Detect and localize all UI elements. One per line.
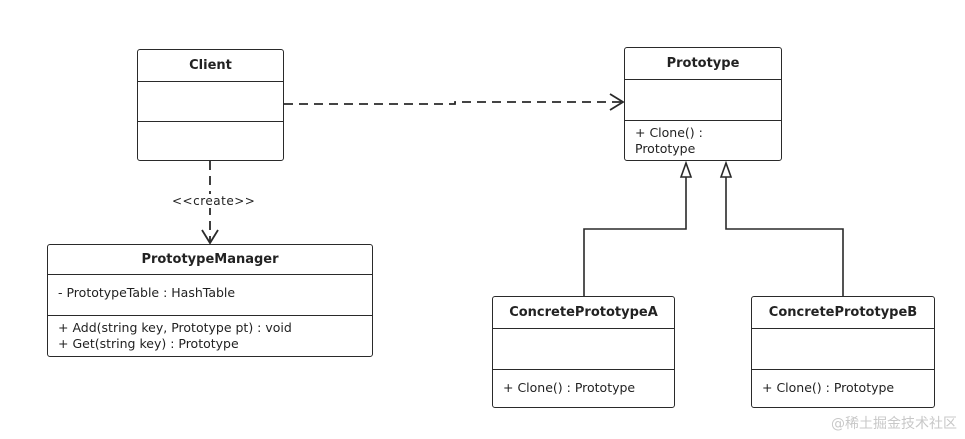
class-client-name: Client [189, 58, 232, 73]
class-prototype-attributes [625, 79, 781, 120]
attribute-line: - PrototypeTable : HashTable [58, 285, 236, 300]
class-client-attributes [138, 81, 283, 121]
method-line: + Clone() : Prototype [503, 380, 636, 395]
create-dependency-client-manager [201, 161, 219, 245]
class-concrete-prototype-b-methods: + Clone() : Prototype [752, 369, 934, 407]
class-concrete-prototype-a-methods: + Clone() : Prototype [493, 369, 674, 407]
class-concrete-prototype-a: ConcretePrototypeA + Clone() : Prototype [492, 296, 675, 408]
method-line: + Add(string key, Prototype pt) : void [58, 320, 292, 335]
class-prototype-manager-name: PrototypeManager [141, 252, 279, 267]
class-concrete-prototype-a-name: ConcretePrototypeA [509, 305, 658, 320]
generalization-b-prototype [719, 160, 844, 297]
class-concrete-prototype-b: ConcretePrototypeB + Clone() : Prototype [751, 296, 935, 408]
method-line: Prototype [635, 141, 696, 156]
method-line: + Clone() : [635, 125, 703, 140]
create-stereotype-label: <<create>> [170, 194, 258, 208]
class-client-methods [138, 121, 283, 160]
method-line: + Get(string key) : Prototype [58, 336, 239, 351]
watermark: @稀土掘金技术社区 [831, 416, 957, 432]
class-prototype-manager-methods: + Add(string key, Prototype pt) : void +… [48, 315, 372, 356]
class-concrete-prototype-a-attributes [493, 328, 674, 369]
method-line: + Clone() : Prototype [762, 380, 895, 395]
class-client: Client [137, 49, 284, 161]
class-prototype: Prototype + Clone() : Prototype [624, 47, 782, 161]
dependency-client-prototype [284, 93, 625, 111]
class-concrete-prototype-b-name: ConcretePrototypeB [768, 305, 918, 320]
class-prototype-manager-attributes: - PrototypeTable : HashTable [48, 274, 372, 315]
generalization-a-prototype [583, 160, 693, 297]
class-concrete-prototype-b-attributes [752, 328, 934, 369]
class-prototype-name: Prototype [666, 56, 740, 71]
class-prototype-methods: + Clone() : Prototype [625, 120, 781, 160]
class-prototype-manager: PrototypeManager - PrototypeTable : Hash… [47, 244, 373, 357]
